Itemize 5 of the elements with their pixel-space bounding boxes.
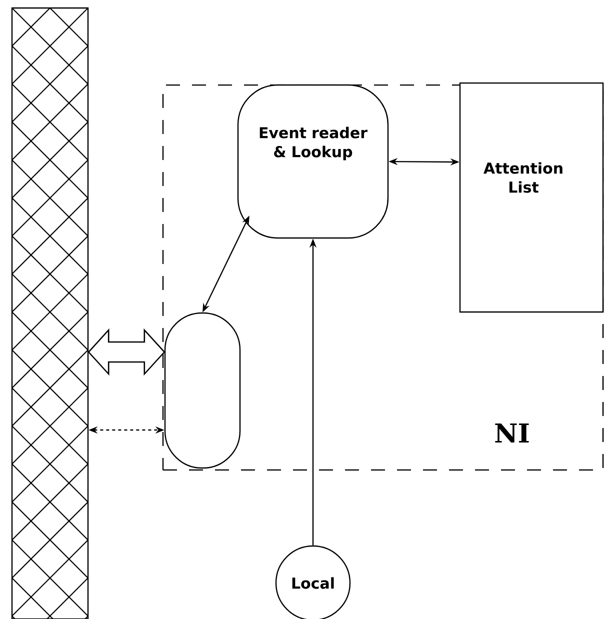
list-box: Attention List: [459, 82, 604, 313]
process-box: Event reader & Lookup: [237, 84, 389, 239]
hollow-double-arrow: [88, 328, 166, 376]
hatched-bar: [11, 7, 89, 619]
pill-shape: [164, 312, 241, 469]
